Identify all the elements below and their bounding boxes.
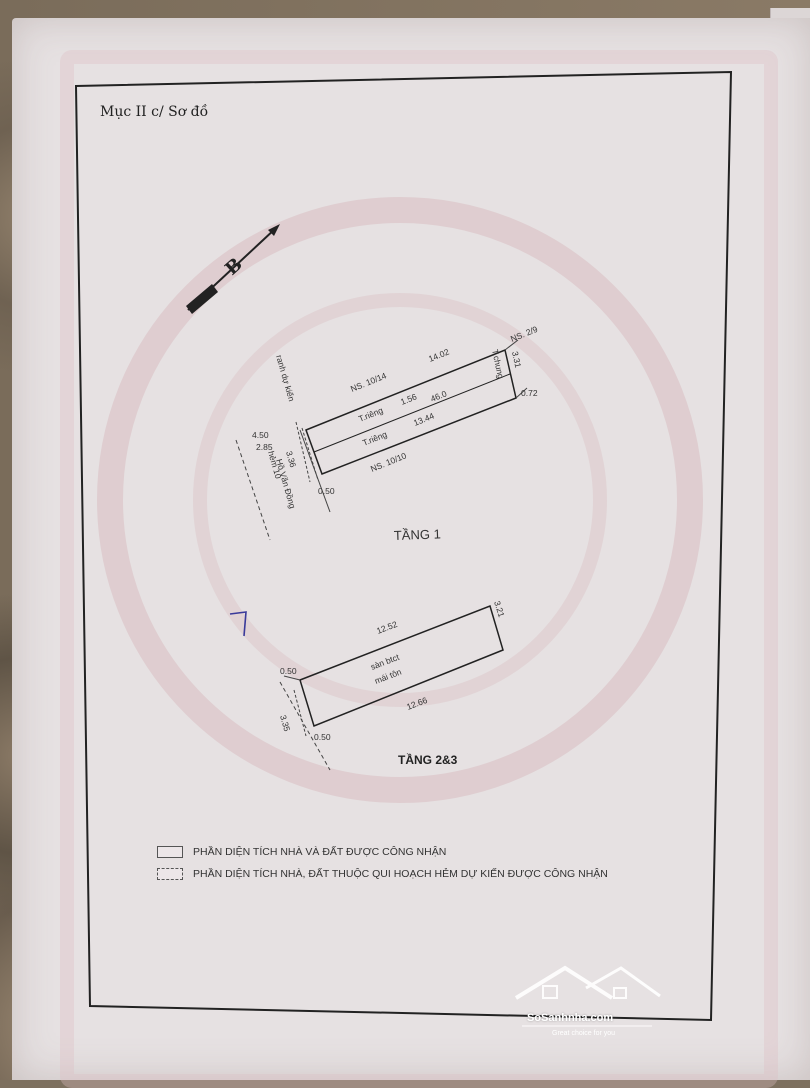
north-arrow-icon (186, 224, 280, 314)
f1-dim-bottom-left: 0.50 (318, 486, 335, 496)
f1-dim-left-2: 2.85 (256, 442, 273, 452)
document-frame (74, 70, 733, 1022)
watermark-tagline: Great choice for you (552, 1030, 616, 1037)
f23-dim-bottom-left: 0.50 (314, 732, 331, 742)
f1-dim-right-top: 3.31 (510, 350, 523, 369)
f23-dim-left-2: 3.35 (278, 714, 292, 733)
f23-dim-left-1: 0.50 (280, 666, 297, 676)
f1-dim-right-bottom: 0.72 (521, 388, 538, 398)
floor1-label: TẦNG 1 (394, 526, 441, 543)
emblem-ring (97, 197, 703, 803)
legend-swatch-solid (157, 846, 183, 858)
floor1-plot (235, 339, 528, 541)
legend-swatch-dashed (157, 868, 183, 880)
f23-dim-top: 12.52 (375, 619, 399, 636)
f1-dim-top: 14.02 (427, 347, 451, 364)
legend-item-recognized: PHẦN DIỆN TÍCH NHÀ VÀ ĐẤT ĐƯỢC CÔNG NHẬN (157, 846, 677, 858)
f1-label-chung: T.chung (490, 348, 506, 379)
pen-mark (229, 611, 247, 637)
legend-text-recognized: PHẦN DIỆN TÍCH NHÀ VÀ ĐẤT ĐƯỢC CÔNG NHẬN (193, 846, 447, 858)
section-title: Mục II c/ Sơ đồ (100, 104, 209, 120)
floor23-plot (279, 605, 504, 771)
sosanhnha-logo (514, 965, 661, 1027)
watermark-name: SoSanhnha.com (527, 1012, 614, 1024)
legend-item-planned: PHẦN DIỆN TÍCH NHÀ, ĐẤT THUỘC QUI HOẠCH … (157, 868, 677, 880)
f1-dim-left-1: 4.50 (252, 430, 269, 440)
f1-neighbor-top: NS. 10/14 (349, 370, 388, 394)
emblem-inner-ring (193, 293, 607, 707)
f23-dim-right: 3.21 (492, 600, 507, 619)
f1-label-hem: ranh dự kiến (274, 354, 297, 403)
f1-dim-bottom: 13.44 (412, 411, 436, 428)
document-sheet (12, 18, 810, 1080)
f1-label-156: 1.56 (399, 391, 418, 407)
f1-label-area: 46.0 (429, 388, 448, 404)
f1-dim-left-3: 3.36 (284, 450, 298, 469)
legend-text-planned: PHẦN DIỆN TÍCH NHÀ, ĐẤT THUỘC QUI HOẠCH … (193, 868, 608, 880)
floor23-label: TẦNG 2&3 (398, 752, 458, 767)
